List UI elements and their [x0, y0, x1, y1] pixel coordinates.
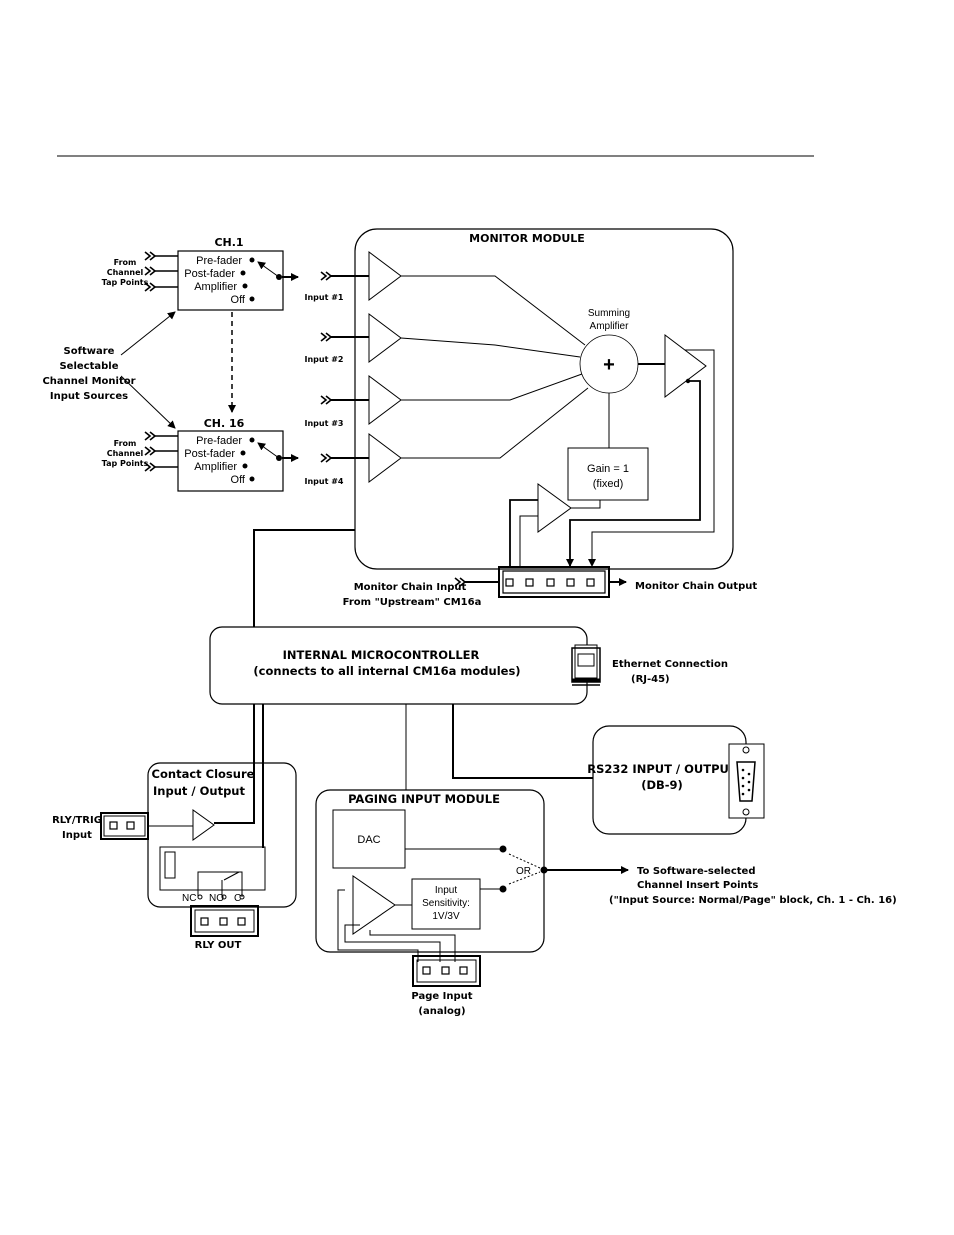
input-3-amplifier	[368, 375, 402, 425]
db9-port-icon	[728, 743, 765, 819]
destination-label-2: Channel Insert Points	[637, 880, 758, 891]
paging-title: PAGING INPUT MODULE	[348, 792, 500, 806]
rs232-subtitle: (DB-9)	[641, 778, 683, 792]
from-channel-label-2: Channel	[107, 268, 144, 277]
contact-title-2: Input / Output	[153, 784, 245, 798]
selectable-arrow-ch1	[120, 311, 176, 356]
pin-no-label: NO	[209, 893, 224, 904]
input-4-amplifier	[368, 433, 402, 483]
input-4-label: Input #4	[305, 477, 344, 486]
ch16-option-postfader: Post-fader	[184, 448, 235, 460]
from-channel-label-3: Tap Points	[102, 278, 149, 287]
chain-buffer-amplifier	[537, 483, 572, 533]
rly-trig-connector	[100, 812, 149, 840]
software-selectable-line-2: Selectable	[59, 361, 118, 372]
gain-block	[567, 447, 649, 501]
from-channel-label-b3: Tap Points	[102, 459, 149, 468]
page-input-label-1: Page Input	[411, 991, 472, 1002]
rly-trig-label-2: Input	[62, 830, 92, 841]
dac-block	[332, 809, 406, 869]
ch16-option-off: Off	[231, 474, 246, 486]
ch1-option-off: Off	[231, 294, 246, 306]
sensitivity-block	[411, 878, 481, 930]
ch1-option-prefader: Pre-fader	[196, 255, 242, 267]
chain-input-label-1: Monitor Chain Input	[354, 582, 467, 593]
ch16-selector: CH. 16 Pre-fader Post-fader Amplifier Of…	[177, 417, 299, 492]
chain-input-label-2: From "Upstream" CM16a	[343, 597, 482, 608]
page-input-amplifier	[352, 875, 396, 935]
input-3-label: Input #3	[305, 419, 344, 428]
input-1-amplifier	[368, 251, 402, 301]
from-channel-label-b2: Channel	[107, 449, 144, 458]
gain-label: Gain = 1	[587, 463, 629, 475]
rly-out-label: RLY OUT	[195, 940, 242, 951]
from-channel-label-1: From	[114, 258, 137, 267]
micro-subtitle: (connects to all internal CM16a modules)	[253, 664, 520, 678]
summing-plus: +	[603, 354, 615, 376]
monitor-module-title: MONITOR MODULE	[469, 232, 585, 245]
pin-c-label: C	[234, 893, 241, 904]
rly-out-connector	[190, 905, 259, 937]
summing-label-1: Summing	[588, 308, 630, 319]
monitor-micro-link	[253, 529, 355, 627]
ethernet-label-2: (RJ-45)	[631, 674, 670, 685]
ch1-selector: CH.1 Pre-fader Post-fader Amplifier Off	[177, 236, 299, 311]
gain-fixed-label: (fixed)	[593, 478, 624, 490]
dac-label: DAC	[357, 834, 380, 846]
ch16-title: CH. 16	[204, 417, 245, 430]
sensitivity-label-3: 1V/3V	[432, 911, 460, 922]
software-selectable-line-1: Software	[64, 346, 115, 357]
sensitivity-label-2: Sensitivity:	[422, 898, 470, 909]
input-2-label: Input #2	[305, 355, 344, 364]
micro-title: INTERNAL MICROCONTROLLER	[283, 648, 480, 662]
destination-label-3: ("Input Source: Normal/Page" block, Ch. …	[609, 895, 897, 906]
contact-title-1: Contact Closure	[152, 767, 255, 781]
monitor-module: MONITOR MODULE Input #1 Input #2 Input #…	[305, 228, 734, 598]
chain-output-label: Monitor Chain Output	[635, 581, 757, 592]
summing-label-2: Amplifier	[590, 321, 630, 332]
ch1-option-postfader: Post-fader	[184, 268, 235, 280]
ethernet-label-1: Ethernet Connection	[612, 659, 728, 670]
rs232-module: RS232 INPUT / OUTPUT (DB-9)	[452, 704, 765, 835]
pin-nc-label: NC	[182, 893, 196, 904]
ch16-option-amplifier: Amplifier	[194, 461, 237, 473]
ch16-input-chevrons	[144, 431, 178, 472]
or-label: OR	[516, 866, 531, 877]
page-input-connector	[412, 955, 481, 987]
sensitivity-label-1: Input	[435, 885, 457, 896]
from-channel-label-b1: From	[114, 439, 137, 448]
software-selectable-line-3: Channel Monitor	[42, 376, 135, 387]
page-input-label-2: (analog)	[418, 1006, 465, 1017]
paging-input-module: PAGING INPUT MODULE DAC Input Sensitivit…	[315, 704, 629, 987]
input-1-label: Input #1	[305, 293, 344, 302]
contact-closure-module: Contact Closure Input / Output NC NO C	[100, 704, 297, 937]
input-2-amplifier	[368, 313, 402, 363]
rj45-port-icon	[571, 644, 601, 686]
ch16-option-prefader: Pre-fader	[196, 435, 242, 447]
ch1-title: CH.1	[214, 236, 243, 249]
selectable-arrow-ch16	[120, 375, 176, 429]
ch1-option-amplifier: Amplifier	[194, 281, 237, 293]
rly-trig-label-1: RLY/TRIG	[52, 815, 102, 826]
internal-microcontroller: INTERNAL MICROCONTROLLER (connects to al…	[209, 626, 601, 705]
destination-label-1: To Software-selected	[637, 866, 756, 877]
trig-amplifier	[192, 809, 215, 841]
ch1-input-chevrons	[144, 251, 178, 292]
rs232-title: RS232 INPUT / OUTPUT	[587, 762, 737, 776]
relay-box	[159, 846, 266, 891]
software-selectable-line-4: Input Sources	[50, 391, 128, 402]
